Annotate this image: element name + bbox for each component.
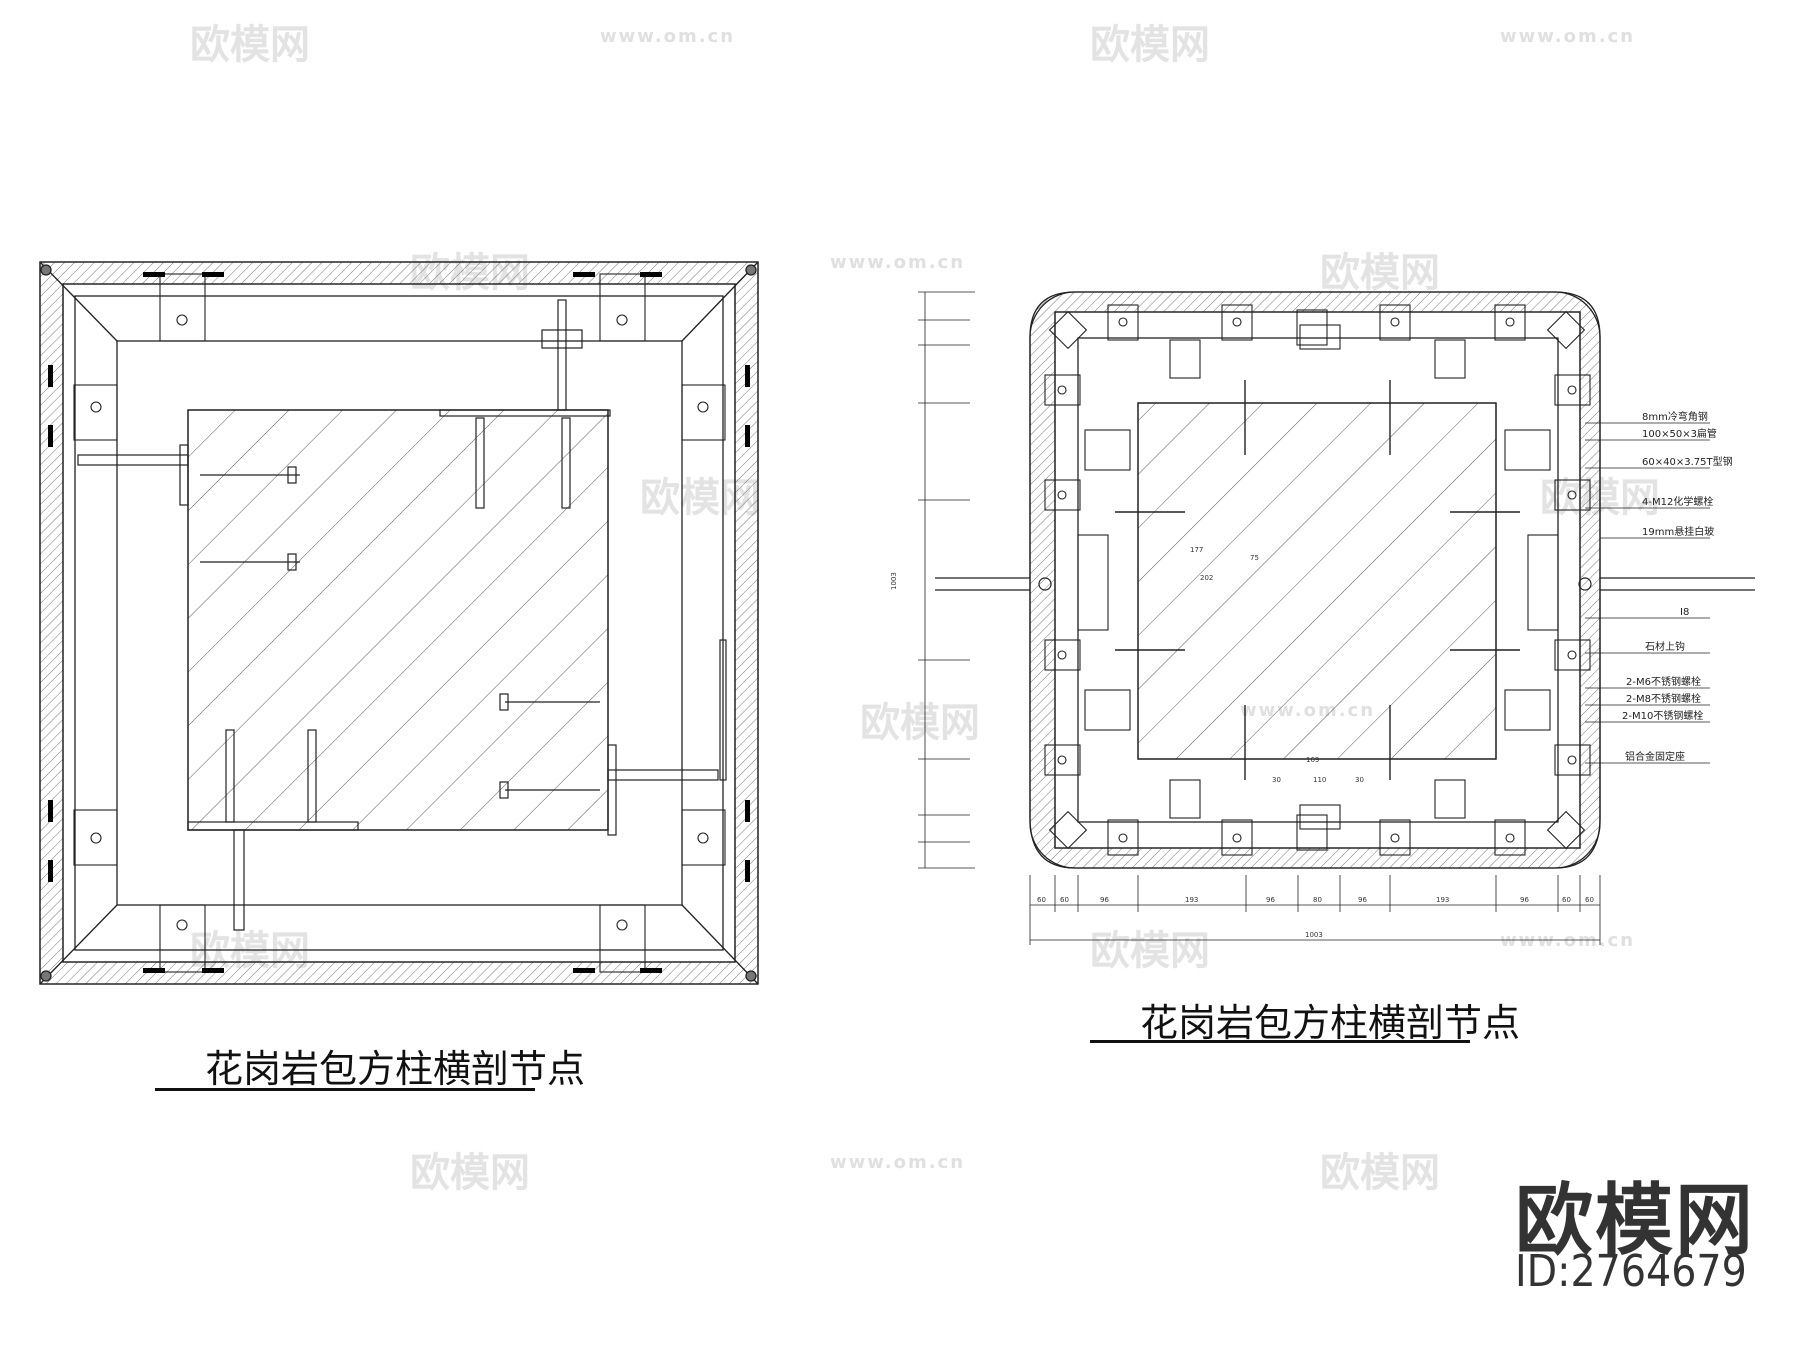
annotation-label: 19mm悬挂白玻 — [1642, 525, 1714, 538]
watermark-logo: 欧模网 — [1090, 22, 1210, 68]
dimension-inner-labels: 177 202 75 169 30 110 30 — [1190, 546, 1364, 784]
annotation-label: 2-M10不锈钢螺栓 — [1622, 709, 1703, 722]
title-underline — [1090, 1040, 1470, 1043]
dimension-label: 60 — [1585, 896, 1594, 904]
watermark-url: www.om.cn — [600, 26, 736, 47]
dimension-label: 169 — [1306, 756, 1319, 764]
stone-clip-brackets — [73, 273, 726, 973]
watermark-logo: 欧模网 — [410, 1150, 530, 1196]
dimension-label: 60 — [1037, 896, 1046, 904]
watermark-logo: 欧模网 — [1090, 928, 1210, 974]
dimension-label: 75 — [1250, 554, 1259, 562]
drawing-title-right: 花岗岩包方柱横剖节点 — [1140, 1001, 1521, 1045]
dimension-label: 96 — [1266, 896, 1275, 904]
annotation-label: I8 — [1680, 607, 1689, 618]
hanging-glass — [935, 577, 1755, 591]
dimension-label: 80 — [1313, 896, 1322, 904]
dimension-total: 1003 — [1305, 931, 1323, 939]
dimension-total-left: 1003 — [890, 572, 898, 590]
annotation-label: 60×40×3.75T型钢 — [1642, 455, 1733, 468]
dimension-label: 177 — [1190, 546, 1203, 554]
dimension-label: 96 — [1520, 896, 1529, 904]
dimension-label: 30 — [1272, 776, 1281, 784]
drawing-title-left: 花岗岩包方柱横剖节点 — [205, 1047, 586, 1091]
watermark-url: www.om.cn — [1500, 26, 1636, 47]
watermark-logo: 欧模网 — [1320, 1150, 1440, 1196]
left-section-drawing — [39, 261, 759, 985]
dimension-bottom — [1029, 875, 1601, 945]
watermark-url: www.om.cn — [830, 1152, 966, 1173]
annotation-labels: 8mm冷弯角钢 100×50×3扁管 60×40×3.75T型钢 4-M12化学… — [1622, 410, 1733, 763]
model-id: ID:2764679 — [1515, 1246, 1747, 1297]
brand-logo: 欧模网 — [1515, 1176, 1756, 1266]
dimension-label: 193 — [1436, 896, 1449, 904]
stone-clip-brackets — [1044, 304, 1591, 856]
dimension-label: 30 — [1355, 776, 1364, 784]
annotation-label: 4-M12化学螺栓 — [1642, 495, 1713, 508]
right-section-drawing — [918, 291, 1755, 945]
annotation-label: 石材上钩 — [1645, 640, 1685, 653]
watermark-logo: 欧模网 — [190, 22, 310, 68]
annotation-label: 铝合金固定座 — [1625, 750, 1685, 763]
annotation-label: 2-M8不锈钢螺栓 — [1626, 692, 1701, 705]
title-underline — [155, 1088, 535, 1091]
dimension-label: 202 — [1200, 574, 1213, 582]
annotation-leaders — [1585, 422, 1710, 764]
watermark-logo: 欧模网 — [1320, 250, 1440, 296]
dimension-label: 60 — [1562, 896, 1571, 904]
dimension-label: 96 — [1358, 896, 1367, 904]
dimension-label: 96 — [1100, 896, 1109, 904]
dimension-bottom-labels: 60 60 96 193 96 80 96 193 96 60 60 1003 … — [890, 572, 1594, 939]
dimension-left — [918, 291, 975, 869]
annotation-label: 100×50×3扁管 — [1642, 427, 1717, 440]
dimension-label: 193 — [1185, 896, 1198, 904]
dimension-label: 110 — [1313, 776, 1326, 784]
annotation-label: 2-M6不锈钢螺栓 — [1626, 675, 1701, 688]
concrete-column-core — [187, 409, 609, 831]
watermark-url: www.om.cn — [830, 252, 966, 273]
watermark-logo: 欧模网 — [860, 700, 980, 746]
steel-framing — [77, 299, 727, 931]
concrete-column-core — [1137, 402, 1497, 760]
dimension-label: 60 — [1060, 896, 1069, 904]
annotation-label: 8mm冷弯角钢 — [1642, 410, 1708, 423]
